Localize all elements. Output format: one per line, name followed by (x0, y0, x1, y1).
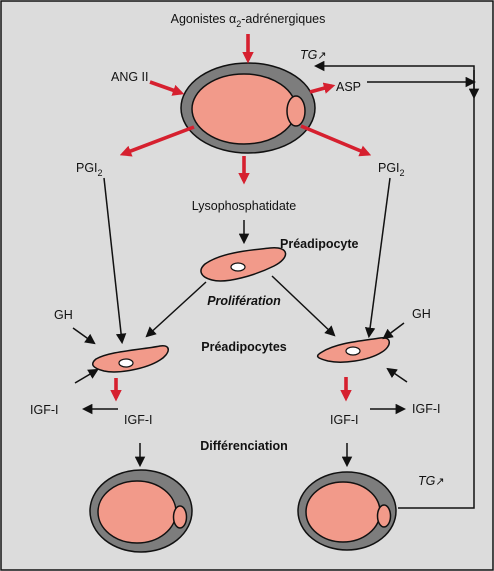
differenciation-label: Différenciation (200, 439, 288, 453)
preadipocyte-label: Préadipocyte (280, 237, 359, 251)
tg-bottom-label: TG↗ (418, 474, 445, 488)
adipocyte-nucleus (172, 505, 188, 529)
preadipocyte-center (200, 247, 287, 282)
red-arrows (110, 34, 372, 402)
agonists-label: Agonistes α2-adrénergiques (171, 12, 326, 29)
adipocyte-nucleus (376, 504, 392, 528)
gh-left-label: GH (54, 308, 73, 322)
gh-right-label: GH (412, 307, 431, 321)
arrow-igf-right-to-preadipocyte (386, 367, 408, 383)
arrow-gh-left (72, 327, 96, 345)
igf-left-outer-label: IGF-I (30, 403, 58, 417)
proliferation-label: Prolifération (207, 294, 281, 308)
black-arrows (72, 60, 480, 509)
arrow-igf-left-to-preadipocyte (74, 368, 99, 384)
igf-left-inner-label: IGF-I (124, 413, 152, 427)
adipocyte-bottom-right (297, 471, 397, 551)
ang2-label: ANG II (111, 70, 149, 84)
arrow-pgi-left-to-preadipocytes (103, 177, 127, 345)
lysophosphatidate-label: Lysophosphatidate (192, 199, 297, 213)
arrow-gh-right (382, 322, 405, 340)
preadipocyte-left (91, 345, 169, 373)
adipocyte-nucleus (286, 95, 306, 127)
asp-label: ASP (336, 80, 361, 94)
pgi-left-label: PGI2 (76, 161, 103, 178)
arrow-cell-to-asp (309, 82, 336, 94)
preadipocytes-label: Préadipocytes (201, 340, 287, 354)
arrow-cell-to-pgi-left (119, 125, 195, 157)
tg-feedback-loop (313, 60, 475, 509)
arrow-cell-to-pgi-right (300, 124, 372, 157)
igf-right-inner-label: IGF-I (330, 413, 358, 427)
arrow-preadipocyte-to-right (271, 275, 336, 337)
pgi-right-label: PGI2 (378, 161, 405, 178)
arrow-pgi-right-to-preadipocytes (364, 177, 391, 339)
arrow-preadipocyte-to-left (145, 281, 207, 338)
tg-top-label: TG↗ (300, 48, 327, 62)
adipocyte-top (180, 62, 316, 154)
preadipocyte-right (316, 337, 390, 363)
arrow-ang2-to-cell (149, 80, 185, 96)
igf-right-outer-label: IGF-I (412, 402, 440, 416)
adipocyte-bottom-left (89, 469, 193, 553)
